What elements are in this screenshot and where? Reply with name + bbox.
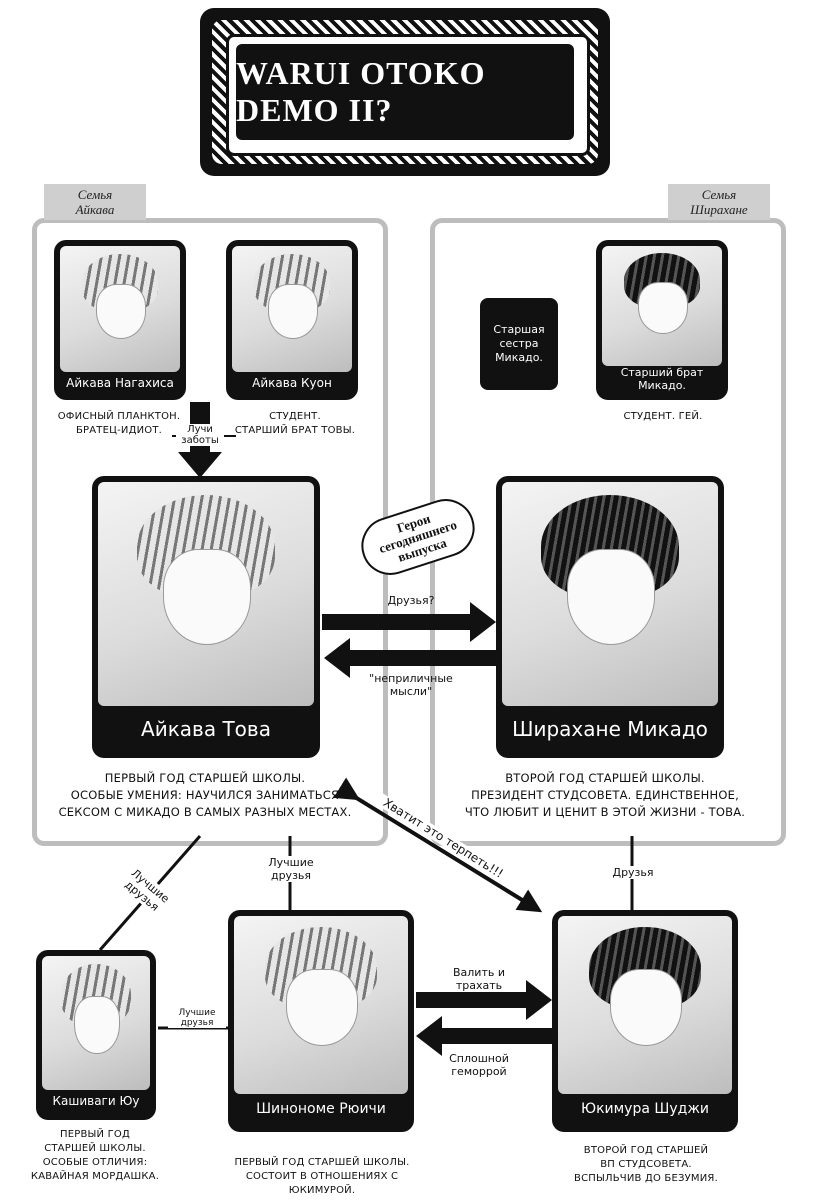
caption-yuu: Первый год старшей школы. Особые отличия…	[30, 1129, 160, 1182]
label-hemorrhoid: Сплошной геморрой	[449, 1052, 509, 1078]
portrait-yuu: Кашиваги Юу	[36, 950, 156, 1120]
label-care: Лучи заботы	[176, 424, 224, 446]
title-plate: WARUI OTOKO DEMO II?	[236, 44, 574, 140]
label-friends: Друзья	[602, 866, 664, 879]
caption-elder-brother: Студент. Гей.	[623, 411, 703, 422]
label-best-friends-3: Лучшие друзья	[168, 1008, 226, 1028]
caption-shuji: Второй год старшей ВП студсовета. Вспыль…	[574, 1145, 718, 1184]
name-shuji: Юкимура Шуджи	[580, 1101, 710, 1117]
caption-kuon: Студент. Старший брат Товы.	[234, 411, 356, 436]
portrait-ryuichi: Шинономе Рюичи	[228, 910, 414, 1132]
caption-ryuichi: Первый год старшей школы. Состоит в отно…	[234, 1157, 410, 1196]
name-elder-brother: Старший брат Mикадо.	[620, 366, 704, 392]
name-kuon: Айкава Куон	[252, 376, 332, 390]
box-elder-sister: Старшая сестра Mикадо.	[480, 298, 558, 390]
name-yuu: Кашиваги Юу	[52, 1094, 140, 1108]
portrait-nagahisa: Айкава Нагахиса	[54, 240, 186, 400]
portrait-shuji: Юкимура Шуджи	[552, 910, 738, 1132]
page-title: WARUI OTOKO DEMO II?	[236, 55, 486, 128]
name-towa: Айкава Това	[141, 717, 271, 741]
portrait-kuon: Айкава Куон	[226, 240, 358, 400]
friends-arrow	[322, 602, 496, 642]
portrait-mikado: Ширахане Mикадо	[496, 476, 724, 758]
shirahane-family-tag: Семья Ширахане	[668, 184, 770, 220]
indecent-arrow	[324, 638, 496, 678]
portrait-towa: Айкава Това	[92, 476, 320, 758]
caption-mikado: Второй год старшей школы. Президент студ…	[464, 771, 746, 819]
hemorrhoid-arrow	[416, 1016, 552, 1056]
name-nagahisa: Айкава Нагахиса	[66, 376, 174, 390]
name-ryuichi: Шинономе Рюичи	[256, 1101, 386, 1117]
label-friends-question: Друзья?	[387, 594, 435, 607]
label-best-friends-2: Лучшие друзья	[258, 856, 324, 882]
label-bully: Валить и трахать	[452, 966, 505, 992]
portrait-elder-brother: Старший брат Mикадо.	[596, 240, 728, 400]
bully-arrow	[416, 980, 552, 1020]
enough-arrow	[333, 777, 543, 913]
caption-towa: Первый год старшей школы. Особые умения:…	[58, 771, 352, 819]
label-indecent-thoughts: "неприличные мысли"	[369, 672, 453, 698]
aikawa-family-tag: Семья Айкава	[44, 184, 146, 220]
caption-nagahisa: Офисный планктон. Братец-идиот.	[57, 411, 181, 436]
name-mikado: Ширахане Mикадо	[512, 717, 708, 741]
